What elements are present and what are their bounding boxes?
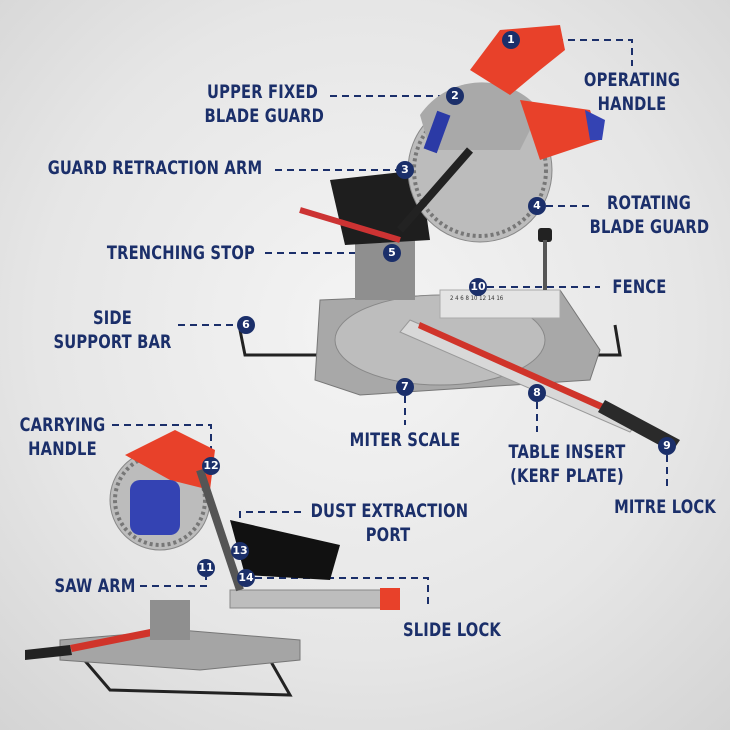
marker-9: 9 — [658, 437, 676, 455]
marker-4: 4 — [528, 197, 546, 215]
label-guard-retraction-arm: GUARD RETRACTION ARM — [47, 157, 263, 179]
miter-scale-markings: 2 4 6 8 10 12 14 16 — [450, 295, 504, 302]
marker-11: 11 — [197, 559, 215, 577]
marker-7: 7 — [396, 378, 414, 396]
marker-6: 6 — [237, 316, 255, 334]
marker-14: 14 — [237, 569, 255, 587]
marker-13: 13 — [231, 542, 249, 560]
label-saw-arm: SAW ARM — [54, 575, 136, 597]
marker-12: 12 — [202, 457, 220, 475]
marker-1: 1 — [502, 31, 520, 49]
marker-3: 3 — [396, 161, 414, 179]
label-mitre-lock: MITRE LOCK — [614, 496, 716, 518]
label-table-insert: TABLE INSERT(KERF PLATE) — [508, 441, 626, 487]
label-fence: FENCE — [612, 276, 667, 298]
label-trenching-stop: TRENCHING STOP — [106, 242, 255, 264]
side-view-saw-illustration — [25, 430, 400, 697]
marker-2: 2 — [446, 87, 464, 105]
marker-8: 8 — [528, 384, 546, 402]
marker-5: 5 — [383, 244, 401, 262]
main-saw-illustration — [238, 25, 680, 452]
label-miter-scale: MITER SCALE — [349, 429, 461, 451]
label-slide-lock: SLIDE LOCK — [403, 619, 501, 641]
marker-10: 10 — [469, 278, 487, 296]
